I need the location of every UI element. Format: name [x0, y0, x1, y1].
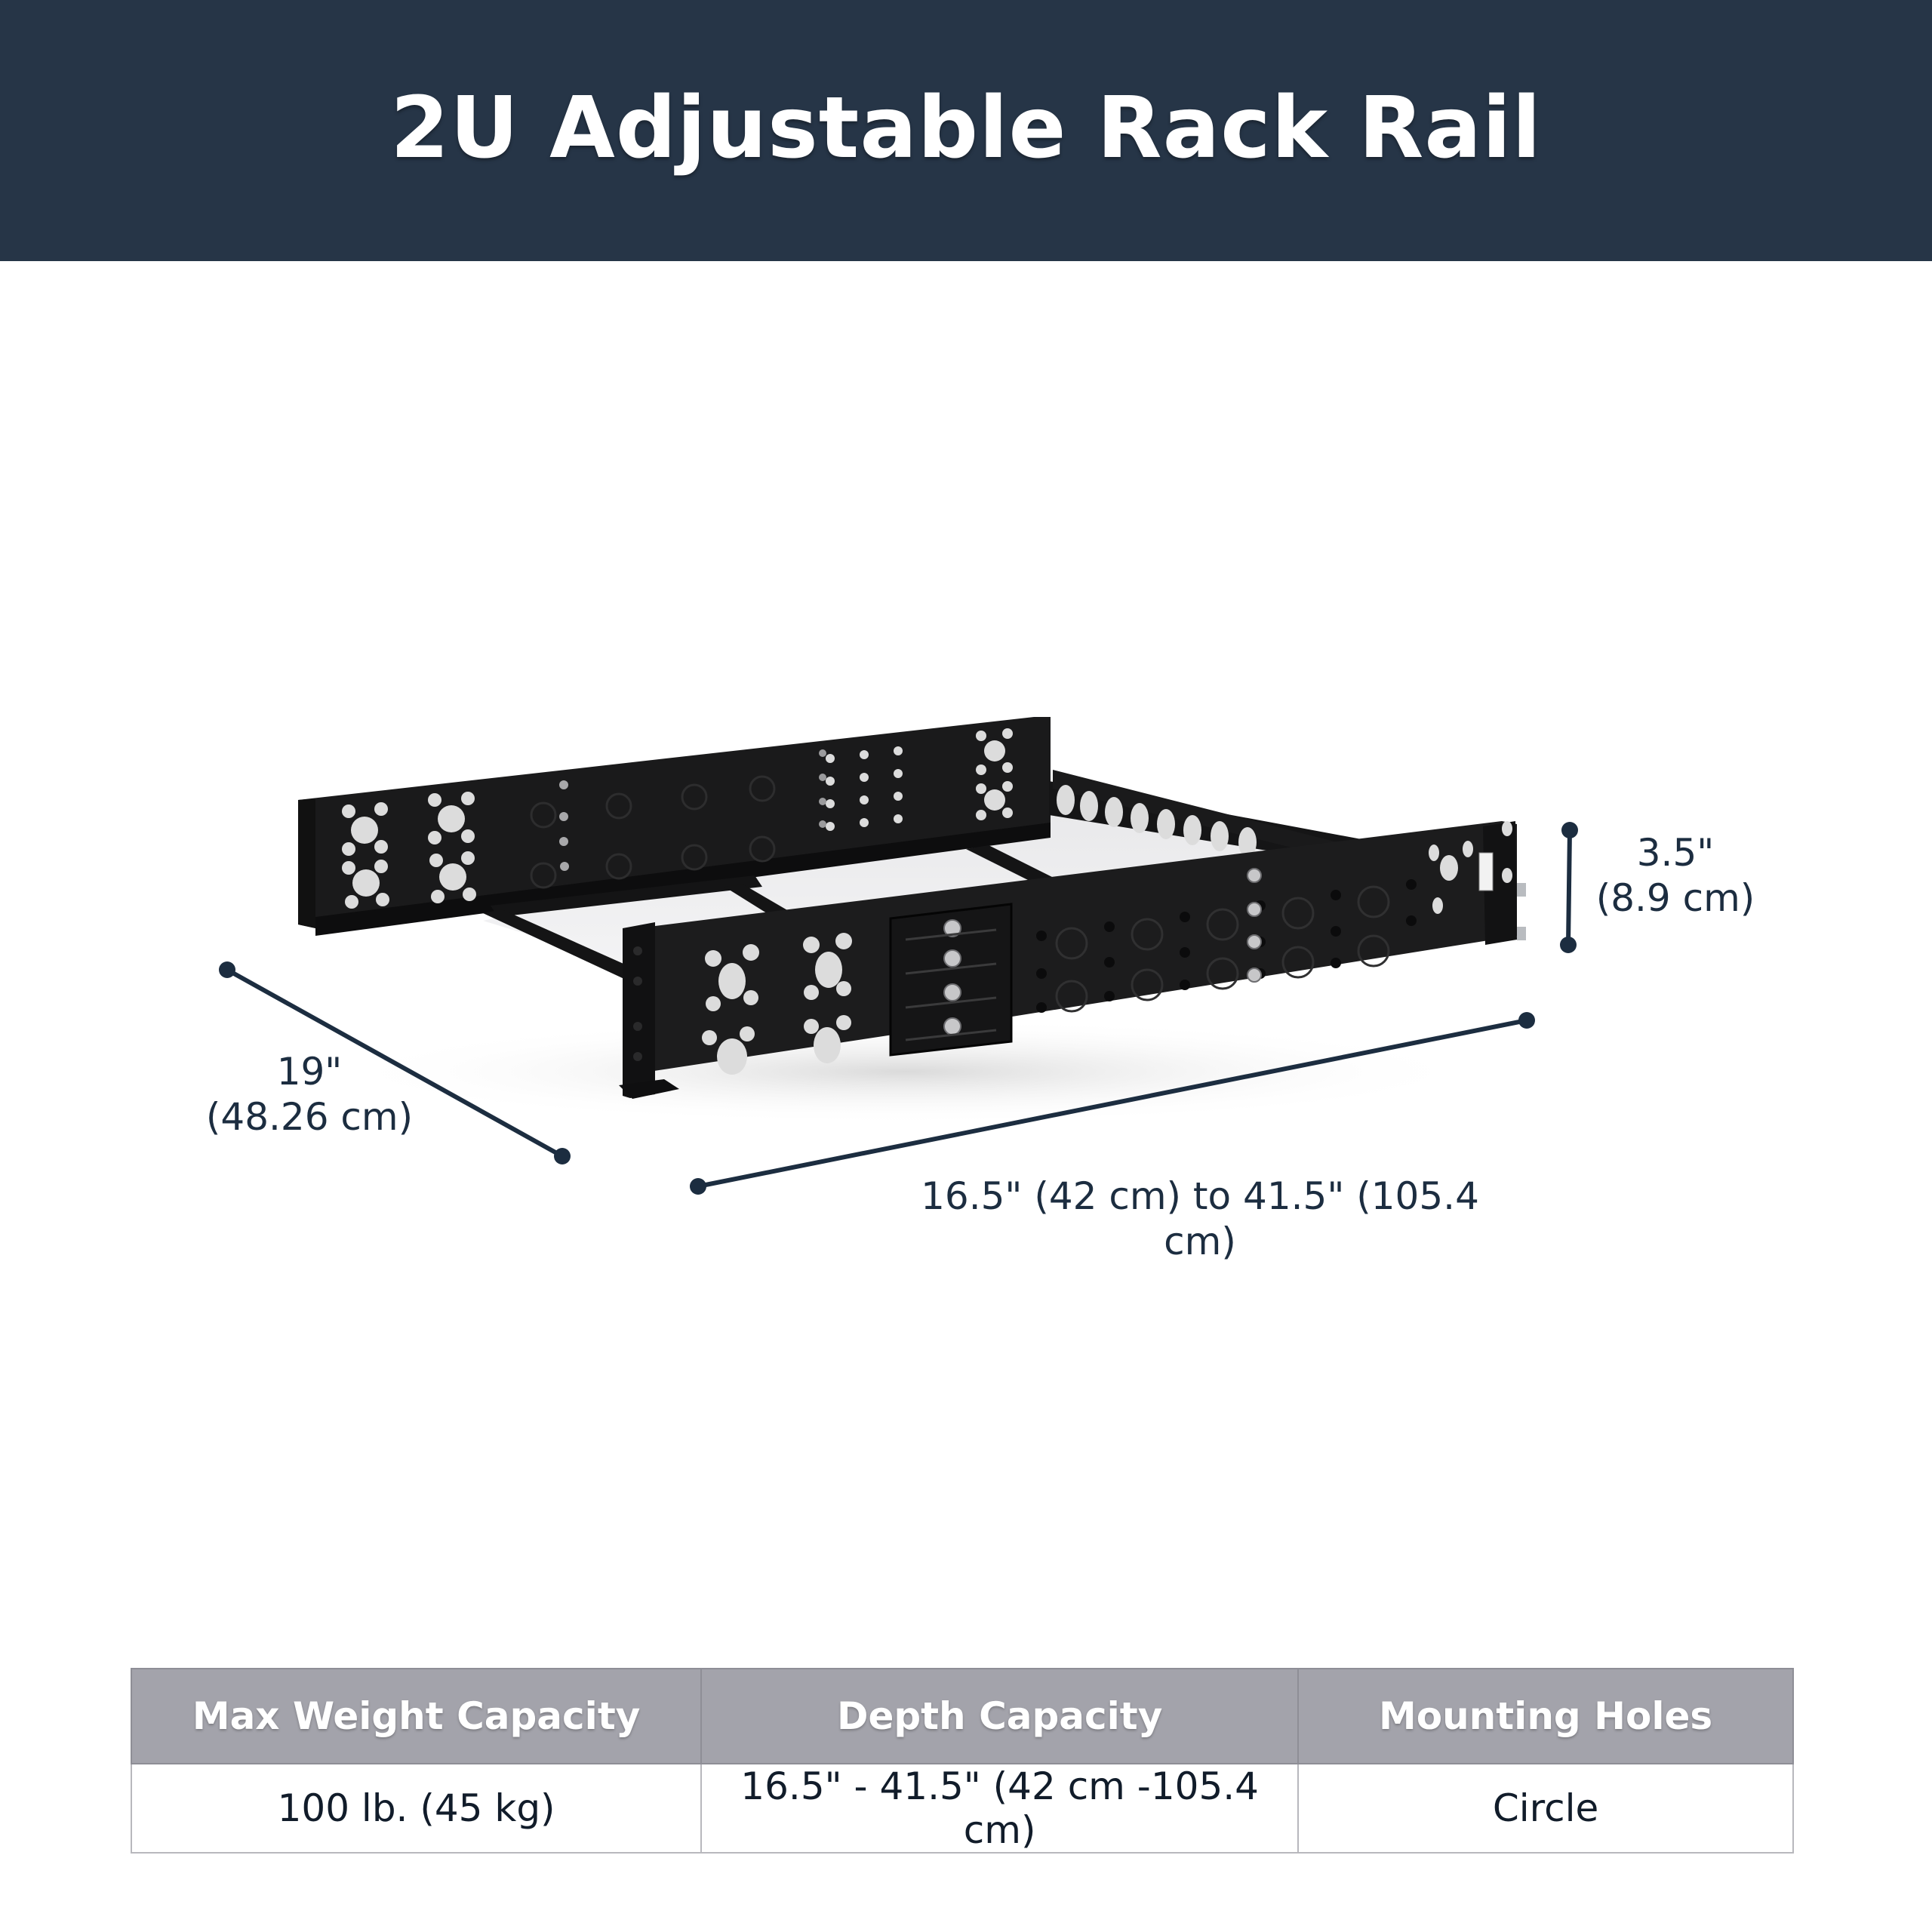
- depth-dimension-label: 16.5" (42 cm) to 41.5" (105.4 cm): [921, 1174, 1479, 1263]
- cell-depth-capacity: 16.5" - 41.5" (42 cm -105.4 cm): [700, 1763, 1300, 1854]
- column-header-mounting-holes: Mounting Holes: [1297, 1668, 1794, 1764]
- dimension-lines: [219, 822, 1578, 1195]
- rack-rail-illustration: [298, 717, 1526, 1099]
- cell-mounting-holes: Circle: [1297, 1763, 1794, 1854]
- height-imperial: 3.5": [1636, 831, 1715, 875]
- specs-table: Max Weight Capacity Depth Capacity Mount…: [130, 1668, 1794, 1854]
- table-row: 100 lb. (45 kg) 16.5" - 41.5" (42 cm -10…: [130, 1763, 1794, 1854]
- width-metric: (48.26 cm): [205, 1095, 414, 1139]
- width-imperial: 19": [276, 1050, 343, 1094]
- column-header-max-weight: Max Weight Capacity: [130, 1668, 703, 1764]
- cell-max-weight: 100 lb. (45 kg): [130, 1763, 703, 1854]
- height-metric: (8.9 cm): [1595, 876, 1755, 920]
- product-photo: [219, 717, 1578, 1195]
- page-title: 2U Adjustable Rack Rail: [390, 79, 1542, 177]
- column-header-depth-capacity: Depth Capacity: [700, 1668, 1300, 1764]
- width-dimension-label: 19" (48.26 cm): [189, 1049, 430, 1140]
- height-dimension-label: 3.5" (8.9 cm): [1570, 830, 1781, 921]
- specs-header-row: Max Weight Capacity Depth Capacity Mount…: [130, 1668, 1794, 1764]
- header-banner: 2U Adjustable Rack Rail: [0, 0, 1932, 261]
